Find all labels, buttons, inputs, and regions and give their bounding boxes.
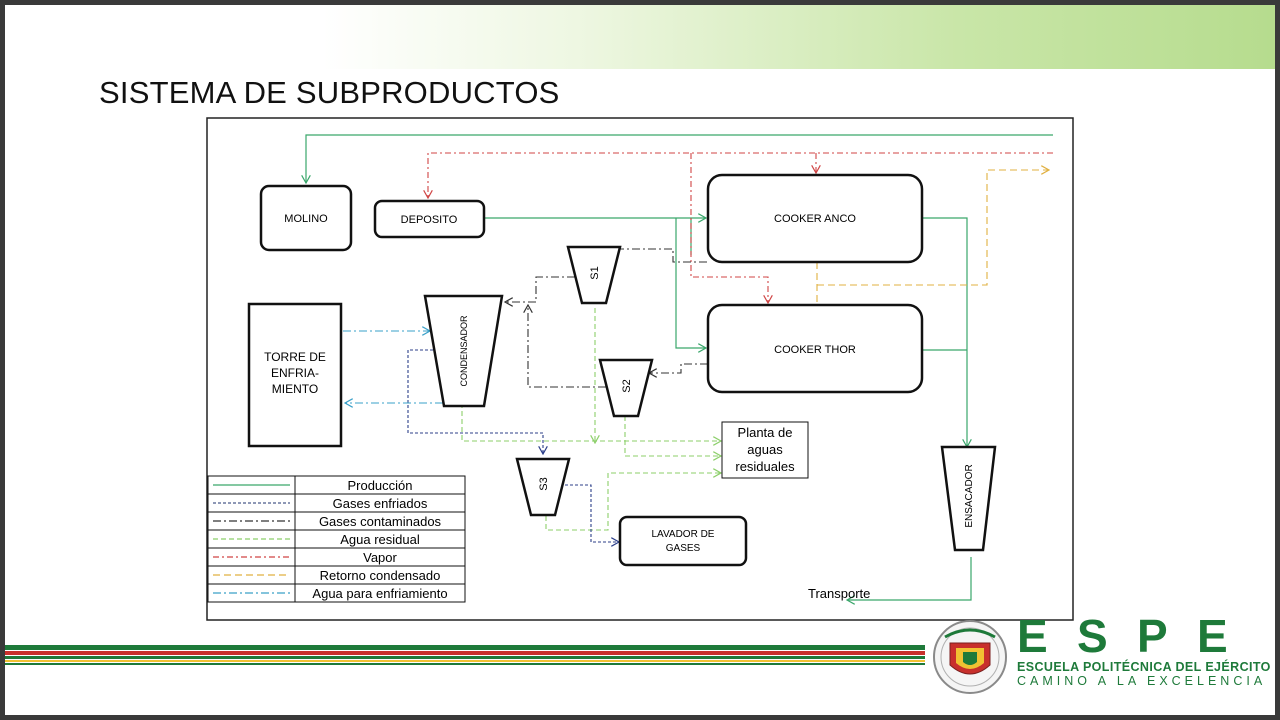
legend-label: Agua para enfriamiento: [312, 586, 447, 601]
brand-letter: E: [1017, 610, 1048, 662]
steam-lines: [428, 152, 1053, 303]
cooling-tower-label-2: ENFRIA-: [271, 366, 319, 380]
brand-letter: E: [1197, 610, 1228, 662]
wastewater-plant-node: Planta de aguas residuales: [721, 421, 809, 479]
wastewater-plant-label-3: residuales: [735, 459, 795, 474]
deposito-label: DEPOSITO: [401, 214, 458, 226]
header-band: [5, 5, 1275, 69]
institution-seal-icon: [933, 620, 1007, 694]
brand-letter: S: [1077, 610, 1108, 662]
s2-node: S2: [598, 358, 654, 418]
brand-subtitle-1: ESCUELA POLITÉCNICA DEL EJÉRCITO: [1017, 660, 1271, 674]
legend-swatch-cell: [207, 493, 296, 513]
cooled-gas-lines: [407, 349, 619, 542]
condenser-node: CONDENSADOR: [423, 294, 504, 408]
process-diagram: MOLINO DEPOSITO COOKER ANCO COOKER THOR …: [5, 117, 1074, 694]
s3-node: S3: [515, 457, 571, 517]
footer-stripes: [5, 645, 925, 665]
brand-subtitle-2: CAMINO A LA EXCELENCIA: [1017, 674, 1267, 688]
s3-label: S3: [538, 477, 550, 490]
s1-label: S1: [589, 266, 601, 279]
bagger-node: ENSACADOR: [940, 445, 997, 552]
cooker-thor-label: COOKER THOR: [774, 344, 856, 356]
wastewater-lines: [461, 308, 721, 531]
molino-node: MOLINO: [259, 184, 353, 252]
bagger-label: ENSACADOR: [964, 464, 975, 527]
deposito-node: DEPOSITO: [373, 199, 486, 239]
gas-washer-label-2: GASES: [666, 543, 701, 554]
legend-row: Producción: [207, 475, 466, 495]
legend-row: Agua residual: [207, 529, 466, 549]
s2-label: S2: [621, 379, 633, 392]
wastewater-plant-label-1: Planta de: [738, 425, 793, 440]
legend-label-cell: [294, 583, 466, 603]
cooker-thor-node: COOKER THOR: [706, 303, 924, 394]
cooker-anco-node: COOKER ANCO: [706, 173, 924, 264]
condensate-return-lines: [816, 170, 1049, 303]
legend-label: Gases enfriados: [333, 496, 428, 511]
legend-row: Retorno condensado: [207, 565, 466, 585]
legend-label: Gases contaminados: [319, 514, 442, 529]
legend-row: Agua para enfriamiento: [207, 583, 466, 603]
cooling-tower-label-3: MIENTO: [272, 382, 318, 396]
legend-row: Vapor: [207, 547, 466, 567]
transport-label: Transporte: [808, 586, 870, 601]
cooker-anco-label: COOKER ANCO: [774, 213, 856, 225]
wastewater-plant-label-2: aguas: [747, 442, 783, 457]
legend-label: Retorno condensado: [320, 568, 441, 583]
legend-row: Gases contaminados: [207, 511, 466, 531]
condenser-label: CONDENSADOR: [459, 315, 469, 387]
s1-node: S1: [566, 245, 622, 305]
contaminated-gas-lines: [505, 248, 708, 388]
gas-washer-label-1: LAVADOR DE: [652, 529, 715, 540]
legend-row: Gases enfriados: [207, 493, 466, 513]
cooling-water-lines: [343, 331, 443, 403]
slide: SISTEMA DE SUBPRODUCTOS: [5, 5, 1275, 715]
brand-letter: P: [1137, 610, 1168, 662]
legend-label: Agua residual: [340, 532, 420, 547]
cooling-tower-label-1: TORRE DE: [264, 350, 326, 364]
molino-label: MOLINO: [284, 213, 328, 225]
legend-label: Producción: [347, 478, 412, 493]
cooling-tower-node: TORRE DE ENFRIA- MIENTO: [247, 302, 343, 448]
gas-washer-node: LAVADOR DE GASES: [618, 515, 748, 567]
slide-title: SISTEMA DE SUBPRODUCTOS: [99, 75, 560, 110]
legend-label: Vapor: [363, 550, 397, 565]
